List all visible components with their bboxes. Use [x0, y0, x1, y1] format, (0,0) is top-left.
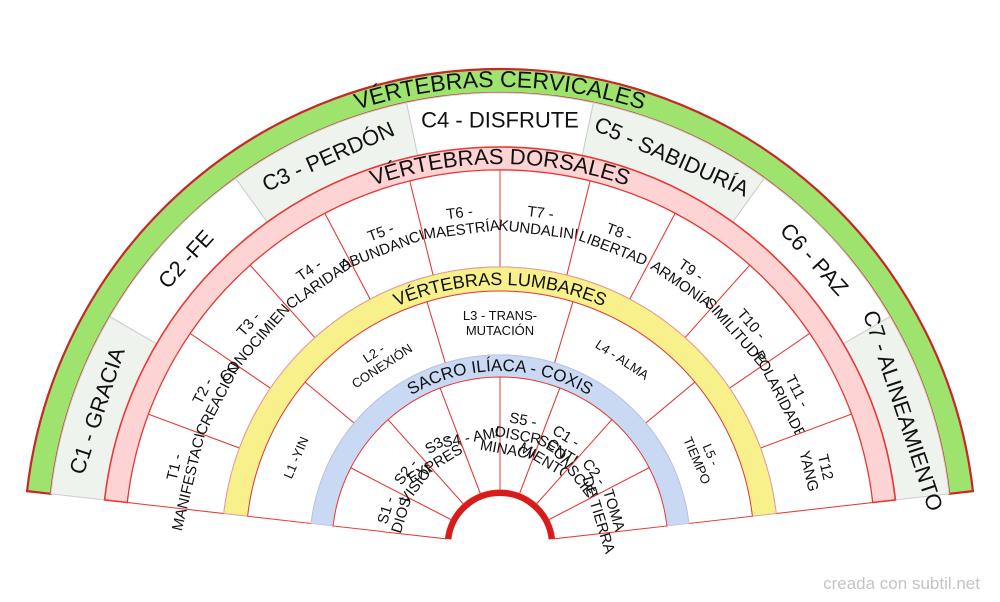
lumbar-label-3: L3 - TRANS-MUTACIÓN — [463, 308, 537, 338]
cervical-label-4: C4 - DISFRUTE — [421, 108, 579, 133]
cervical-label-4-line: C4 - DISFRUTE — [421, 108, 579, 133]
lumbar-label-3-line: MUTACIÓN — [466, 323, 534, 338]
lumbar-label-3-line: L3 - TRANS- — [463, 308, 537, 323]
dorsal-label-7-line: T7 - — [526, 203, 555, 223]
dorsal-label-12-line: T12 — [814, 453, 837, 482]
credit-text: creada con subtil.net — [823, 574, 980, 593]
dorsal-label-6-line: T6 - — [445, 203, 474, 223]
dorsal-label-1-line: T1 - — [164, 452, 187, 482]
center-arc — [445, 490, 555, 540]
sacral-label-5-line: S5 - — [508, 409, 538, 431]
